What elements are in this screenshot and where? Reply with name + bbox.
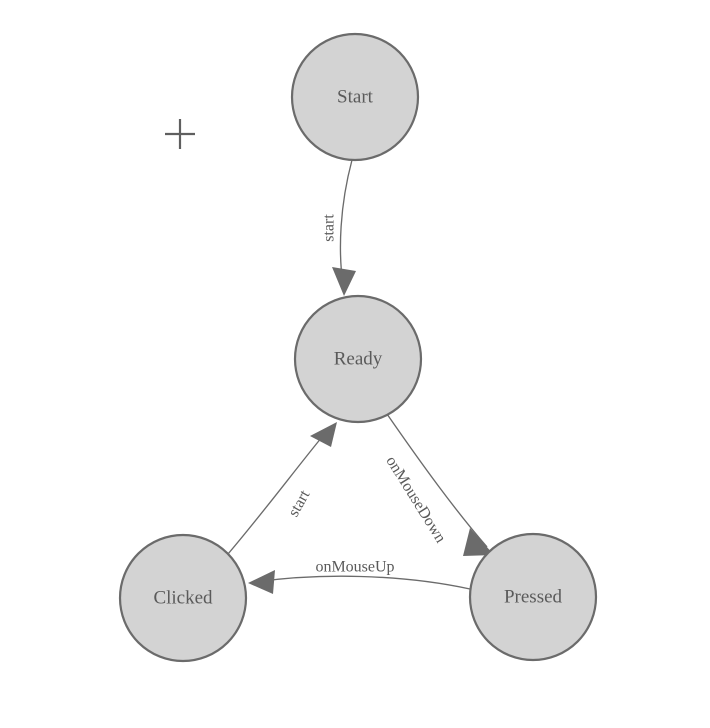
node-ready[interactable]: Ready	[293, 294, 423, 424]
node-clicked[interactable]: Clicked	[118, 533, 248, 663]
edge-line[interactable]	[254, 575, 471, 590]
edge-layer	[227, 159, 494, 594]
node-layer: Start Ready Clicked Pressed	[118, 32, 598, 663]
node-shape[interactable]	[293, 294, 423, 424]
node-shape[interactable]	[468, 532, 598, 662]
node-pressed[interactable]: Pressed	[468, 532, 598, 662]
arrowhead-icon	[463, 528, 494, 556]
crosshair-icon	[165, 119, 195, 149]
node-label: Ready	[334, 348, 383, 369]
node-start[interactable]: Start	[290, 32, 420, 162]
arrowhead-icon	[248, 570, 275, 594]
edge-start-to-ready[interactable]	[332, 159, 356, 296]
edge-pressed-to-clicked[interactable]	[248, 570, 471, 594]
edge-label-ready-to-pressed: onMouseDown	[382, 453, 449, 546]
edge-ready-to-pressed[interactable]	[386, 413, 494, 556]
node-shape[interactable]	[118, 533, 248, 663]
edge-line[interactable]	[227, 436, 323, 555]
edge-label-clicked-to-ready: start	[285, 487, 313, 520]
arrowhead-icon	[332, 267, 356, 296]
node-label: Start	[337, 86, 374, 107]
edge-line[interactable]	[339, 159, 353, 286]
arrowhead-icon	[310, 422, 337, 447]
node-label: Clicked	[153, 587, 213, 608]
node-label: Pressed	[504, 586, 563, 607]
edge-line[interactable]	[386, 413, 488, 548]
edge-label-start-to-ready: start	[321, 214, 338, 242]
node-shape[interactable]	[290, 32, 420, 162]
edge-label-pressed-to-clicked: onMouseUp	[315, 559, 394, 576]
edge-clicked-to-ready[interactable]	[227, 422, 337, 555]
